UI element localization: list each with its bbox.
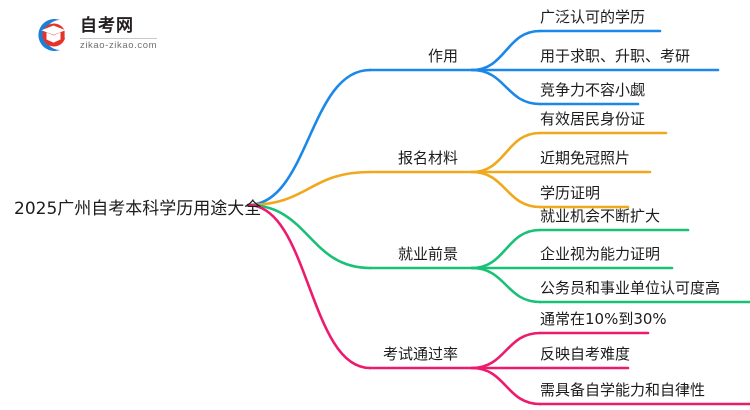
leaf-label-1-2: 用于求职、升职、考研 [540, 47, 691, 65]
connector-curve [470, 131, 542, 174]
logo-title: 自考网 [80, 15, 134, 36]
site-logo: 自考网 zikao-zikao.com [30, 10, 230, 60]
leaf-label-4-2: 反映自考难度 [540, 345, 631, 363]
connector-curve [470, 170, 542, 209]
connector-curve [470, 29, 542, 72]
connector-curve [246, 170, 372, 207]
branch-label-2: 报名材料 [397, 149, 458, 167]
branch-label-4: 考试通过率 [382, 345, 458, 363]
leaf-label-1-3: 竞争力不容小觑 [540, 81, 646, 99]
branch-label-1: 作用 [427, 47, 458, 65]
leaf-label-4-1: 通常在10%到30% [540, 310, 667, 328]
connector-curve [470, 228, 542, 270]
connector-curve [246, 68, 372, 207]
connector-curve [470, 68, 542, 106]
connector-curve [246, 203, 372, 370]
leaf-label-2-2: 近期免冠照片 [540, 149, 631, 167]
leaf-label-2-1: 有效居民身份证 [540, 110, 646, 128]
leaf-label-1-1: 广泛认可的学历 [540, 8, 646, 26]
connector-curve [470, 331, 542, 370]
connector-curve [470, 266, 542, 304]
graduation-cap-icon [30, 13, 74, 57]
logo-domain: zikao-zikao.com [80, 39, 158, 51]
connector-curve [470, 366, 542, 406]
root-node-label: 2025广州自考本科学历用途大全 [14, 199, 262, 219]
logo-text: 自考网 zikao-zikao.com [80, 15, 158, 53]
leaf-label-3-1: 就业机会不断扩大 [540, 207, 661, 225]
connector-curve [246, 203, 372, 270]
leaf-label-2-3: 学历证明 [540, 184, 601, 202]
leaf-label-3-3: 公务员和事业单位认可度高 [540, 279, 721, 297]
branch-label-3: 就业前景 [397, 245, 458, 263]
leaf-label-4-3: 需具备自学能力和自律性 [540, 381, 706, 399]
logo-divider [80, 37, 158, 39]
leaf-label-3-2: 企业视为能力证明 [540, 245, 661, 263]
